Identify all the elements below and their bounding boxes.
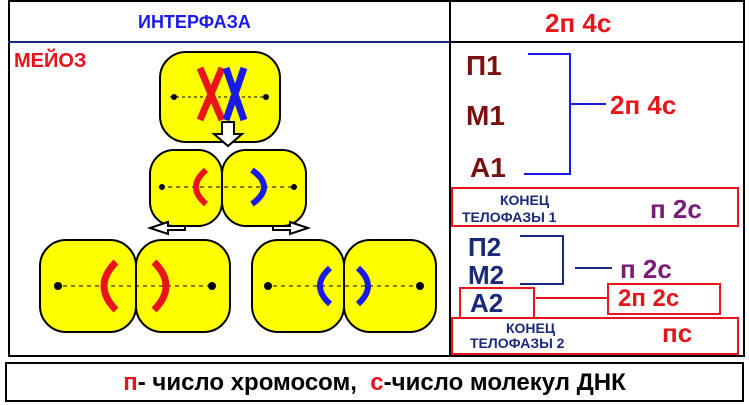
panel-divider <box>449 0 451 357</box>
arrow-right <box>272 220 312 236</box>
legend-box <box>5 362 744 402</box>
cell-middle <box>149 149 307 227</box>
legend-c-symbol: с <box>370 369 384 396</box>
bracket-phase2 <box>520 235 612 285</box>
phase1-formula: 2п 4с <box>610 90 677 120</box>
left-header-underline <box>8 41 450 43</box>
telophase2-label-line2: ТЕЛОФАЗЫ 2 <box>470 335 565 351</box>
stage-p1: П1 <box>466 50 502 81</box>
right-header-underline <box>450 41 745 43</box>
stage-a1: А1 <box>470 152 506 183</box>
box-telophase1 <box>451 187 739 227</box>
phase2-formula: п 2с <box>620 254 672 284</box>
stage-a2: А2 <box>470 288 504 318</box>
diagram-frame <box>8 0 745 357</box>
arrow-down <box>211 121 245 148</box>
legend-n-text: - число хромосом, <box>137 369 357 396</box>
stage-m1: М1 <box>466 100 505 131</box>
stage-p2: П2 <box>468 232 502 262</box>
box-telophase2 <box>451 317 739 355</box>
cell-bottom-right <box>251 239 437 333</box>
legend-n-symbol: п <box>123 369 138 396</box>
telophase1-label-line2: ТЕЛОФАЗЫ 1 <box>462 209 557 225</box>
stage-m2: М2 <box>468 260 505 290</box>
cell-bottom-left <box>39 239 231 333</box>
telophase1-formula: п 2с <box>650 194 702 224</box>
bracket-phase1 <box>524 53 606 175</box>
interphase-label: ИНТЕРФАЗА <box>138 12 251 32</box>
telophase2-label-line1: КОНЕЦ <box>506 320 556 336</box>
arrow-left <box>146 220 186 236</box>
cell-prophase <box>159 51 281 143</box>
a2-formula: 2п 2с <box>618 285 680 312</box>
telophase1-label-line1: КОНЕЦ <box>500 192 550 208</box>
box-a2-formula <box>607 283 721 315</box>
interphase-formula: 2п 4с <box>545 8 612 38</box>
telophase2-formula: пс <box>662 318 693 348</box>
meiosis-title: МЕЙОЗ <box>14 50 87 72</box>
legend: п- число хромосом, с-число молекул ДНК <box>6 366 743 400</box>
legend-c-text: -число молекул ДНК <box>383 369 626 396</box>
